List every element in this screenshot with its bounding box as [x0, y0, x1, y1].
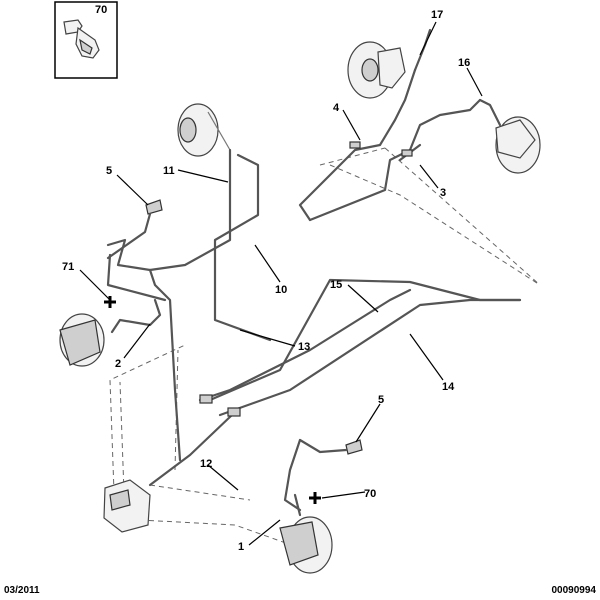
brake-pipes [106, 28, 522, 517]
bolt-inset [54, 1, 118, 79]
front-right-caliper [279, 516, 333, 574]
label-5-bottom: 5 [378, 394, 384, 406]
part-labels: 70 17 16 4 3 5 11 71 10 15 13 2 14 5 12 … [62, 4, 470, 553]
abs-unit [103, 479, 151, 533]
label-10: 10 [275, 284, 287, 296]
plus-marker-left [104, 296, 116, 308]
label-16: 16 [458, 57, 470, 69]
pipe-fittings [199, 141, 413, 417]
clip-bottom [345, 439, 363, 455]
footer-date: 03/2011 [4, 585, 40, 596]
label-15: 15 [330, 279, 342, 291]
label-3: 3 [440, 187, 446, 199]
label-1: 1 [238, 541, 244, 553]
label-4: 4 [333, 102, 340, 114]
label-71: 71 [62, 261, 74, 273]
label-17: 17 [431, 9, 443, 21]
label-11: 11 [163, 165, 175, 177]
label-70-top: 70 [95, 4, 107, 16]
front-left-caliper [59, 313, 105, 367]
rear-right-disc [495, 116, 541, 174]
label-14: 14 [442, 381, 455, 393]
rear-right-disc-top [347, 41, 406, 99]
plus-marker-right [309, 492, 321, 504]
label-13: 13 [298, 341, 310, 353]
bolt-icon [63, 19, 100, 59]
label-2: 2 [115, 358, 121, 370]
clip-top [145, 199, 163, 215]
footer-reference: 00090994 [551, 585, 597, 596]
brake-booster [177, 103, 231, 157]
vehicle-outline-dashed [109, 147, 541, 549]
label-5-top: 5 [106, 165, 112, 177]
label-12: 12 [200, 458, 212, 470]
label-70-bottom: 70 [364, 488, 376, 500]
leader-lines [79, 21, 483, 546]
